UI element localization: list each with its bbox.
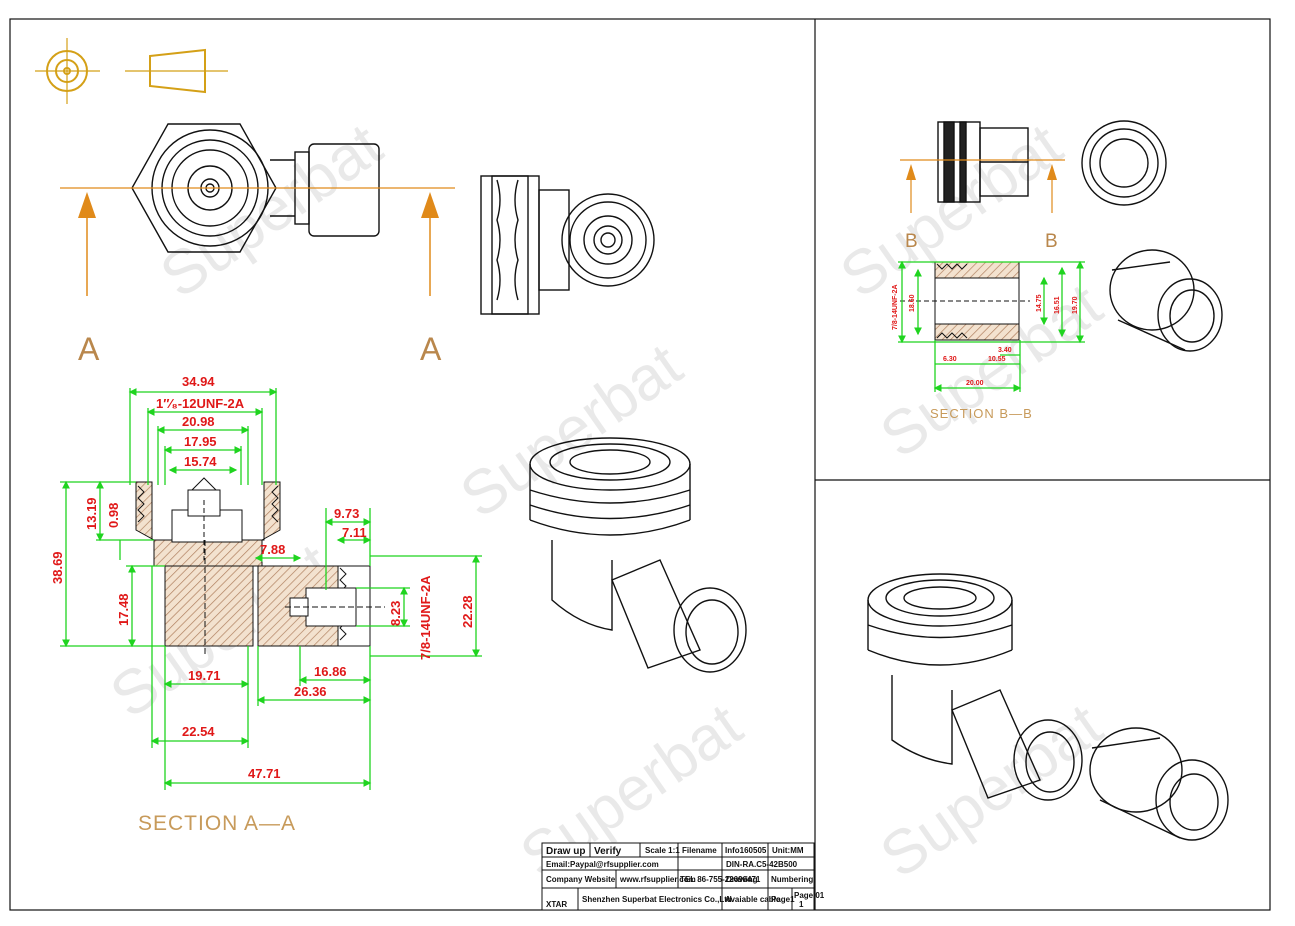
section-arrow-a-left bbox=[78, 192, 96, 296]
bb-dim-14-75: 14.75 bbox=[1036, 294, 1043, 312]
bb-dim-thread: 7/8-14UNF-2A bbox=[892, 284, 899, 330]
tb-part-no: DIN-RA.C5-42B500 bbox=[726, 860, 798, 869]
tb-website: www.rfsupplier.com bbox=[619, 875, 696, 884]
connector-3d-render bbox=[529, 437, 747, 673]
section-arrow-b-left bbox=[906, 164, 916, 213]
dim-13-19: 13.19 bbox=[84, 497, 99, 530]
dim-thread-2: 7/8-14UNF-2A bbox=[418, 575, 433, 660]
tb-tel: TEL 86-755-22696471 bbox=[680, 875, 761, 884]
dim-0-98: 0.98 bbox=[106, 503, 121, 528]
dimension-lines-bb bbox=[898, 260, 1085, 392]
dim-38-69: 38.69 bbox=[50, 551, 65, 584]
dim-17-95: 17.95 bbox=[184, 434, 217, 449]
watermark-1: Superbat bbox=[148, 111, 394, 312]
dim-26-36: 26.36 bbox=[294, 684, 327, 699]
tb-drawing-value: Numbering bbox=[771, 875, 813, 884]
projection-symbol bbox=[35, 38, 228, 104]
dim-17-48: 17.48 bbox=[116, 593, 131, 626]
bb-dim-20-00: 20.00 bbox=[966, 380, 984, 387]
section-aa-view bbox=[135, 477, 385, 655]
dim-7-11: 7.11 bbox=[342, 525, 367, 540]
tb-scale: Scale 1:1 bbox=[645, 846, 680, 855]
dim-7-88: 7.88 bbox=[260, 542, 285, 557]
section-bb-view bbox=[900, 261, 1030, 341]
dim-15-74: 15.74 bbox=[184, 454, 217, 469]
tb-website-label: Company Website bbox=[546, 875, 616, 884]
tb-applicable: Avaiable cable bbox=[725, 895, 781, 904]
assembly-3d-render bbox=[867, 573, 1229, 841]
section-marker-b-right: B bbox=[1045, 231, 1058, 252]
tb-logo: XTAR bbox=[546, 900, 567, 909]
tb-email: Email:Paypal@rfsupplier.com bbox=[546, 860, 659, 869]
bb-dim-19-70: 19.70 bbox=[1072, 296, 1079, 314]
tb-filename-label: Filename bbox=[682, 846, 717, 855]
tb-filename-value: Info160505 bbox=[725, 846, 767, 855]
dim-16-86: 16.86 bbox=[314, 664, 347, 679]
dim-22-54: 22.54 bbox=[182, 724, 215, 739]
watermark-7: Superbat bbox=[868, 691, 1114, 892]
tb-unit: Unit:MM bbox=[772, 846, 804, 855]
section-aa-title: SECTION A—A bbox=[138, 812, 296, 835]
dim-47-71: 47.71 bbox=[248, 766, 281, 781]
watermark-2: Superbat bbox=[448, 331, 694, 532]
tb-page-of: Page 01 bbox=[794, 891, 825, 900]
tb-drawing-label: Drawing bbox=[726, 875, 758, 884]
section-bb-title: SECTION B—B bbox=[930, 406, 1033, 421]
nut-3d-render-small bbox=[1109, 249, 1223, 352]
side-view-connector bbox=[480, 175, 655, 315]
bb-dim-10-55: 10.55 bbox=[988, 356, 1006, 363]
tb-verify: Verify bbox=[594, 846, 622, 857]
section-marker-a-left: A bbox=[78, 331, 100, 367]
section-marker-b-left: B bbox=[905, 231, 918, 252]
dim-thread-1: 1″⁄₈-12UNF-2A bbox=[156, 396, 245, 411]
dimension-lines-aa bbox=[60, 388, 482, 790]
dim-22-28: 22.28 bbox=[460, 595, 475, 628]
bb-dim-6-30: 6.30 bbox=[943, 356, 957, 363]
tb-page: Page1 bbox=[771, 895, 795, 904]
section-marker-a-right: A bbox=[420, 331, 442, 367]
dim-34-94: 34.94 bbox=[182, 374, 215, 389]
tb-company: Shenzhen Superbat Electronics Co.,Ltd bbox=[582, 895, 732, 904]
section-arrow-a-right bbox=[421, 192, 439, 296]
dim-19-71: 19.71 bbox=[188, 668, 221, 683]
dim-8-23: 8.23 bbox=[388, 601, 403, 626]
bb-dim-18-60: 18.60 bbox=[909, 294, 916, 312]
bb-dim-16-51: 16.51 bbox=[1054, 296, 1061, 314]
side-view-bb bbox=[937, 120, 1167, 206]
dim-20-98: 20.98 bbox=[182, 414, 215, 429]
title-block bbox=[541, 842, 815, 911]
bb-dim-3-40: 3.40 bbox=[998, 347, 1012, 354]
dim-9-73: 9.73 bbox=[334, 506, 359, 521]
tb-page-num: 1 bbox=[799, 900, 804, 909]
tb-draw-up: Draw up bbox=[546, 846, 585, 857]
section-arrow-b-right bbox=[1047, 164, 1057, 213]
